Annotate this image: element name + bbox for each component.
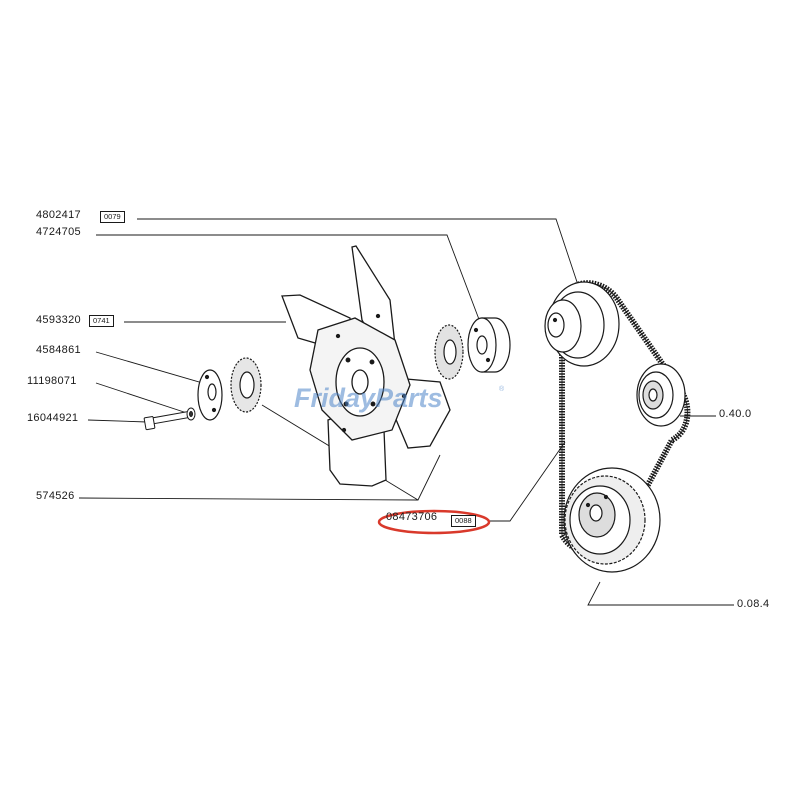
part-number-4802417: 4802417 (36, 209, 81, 221)
spacer-part (467, 317, 511, 373)
bolt-part (143, 410, 193, 431)
leader-line-4802417 (137, 218, 579, 286)
idler-pulley-part (636, 363, 686, 427)
ref-code-0079: 0079 (100, 211, 125, 223)
ref-code-0741: 0741 (89, 315, 114, 327)
hub-part (197, 369, 223, 421)
watermark-registered-mark: ® (499, 386, 505, 393)
part-number-0.08.4: 0.08.4 (737, 598, 770, 610)
leader-line-08473706 (488, 441, 566, 522)
part-number-11198071: 11198071 (27, 375, 77, 387)
part-number-08473706: 08473706 (386, 511, 438, 523)
part-number-4584861: 4584861 (36, 344, 81, 356)
part-number-4724705: 4724705 (36, 226, 81, 238)
watermark-logo: FridayParts (294, 383, 443, 413)
highlight-ring (377, 509, 491, 535)
leader-line-16044921 (87, 419, 148, 423)
leader-lines (78, 218, 734, 606)
part-number-0.40.0: 0.40.0 (719, 408, 752, 420)
part-number-574526: 574526 (36, 490, 75, 502)
leader-line-11198071 (95, 382, 191, 415)
washer-part (186, 407, 196, 421)
leader-line-4724705 (96, 234, 481, 323)
fan-part (281, 245, 451, 487)
gasket-left-part (230, 357, 262, 413)
water-pump-pulley-part (544, 281, 620, 367)
leader-line-0.08.4 (587, 581, 734, 606)
crankshaft-pulley-part (563, 467, 661, 573)
ref-code-0088: 0088 (451, 515, 476, 527)
part-number-4593320: 4593320 (36, 314, 81, 326)
gasket-right-part (434, 324, 464, 380)
part-number-16044921: 16044921 (27, 412, 79, 424)
leader-line-4584861 (95, 351, 207, 385)
